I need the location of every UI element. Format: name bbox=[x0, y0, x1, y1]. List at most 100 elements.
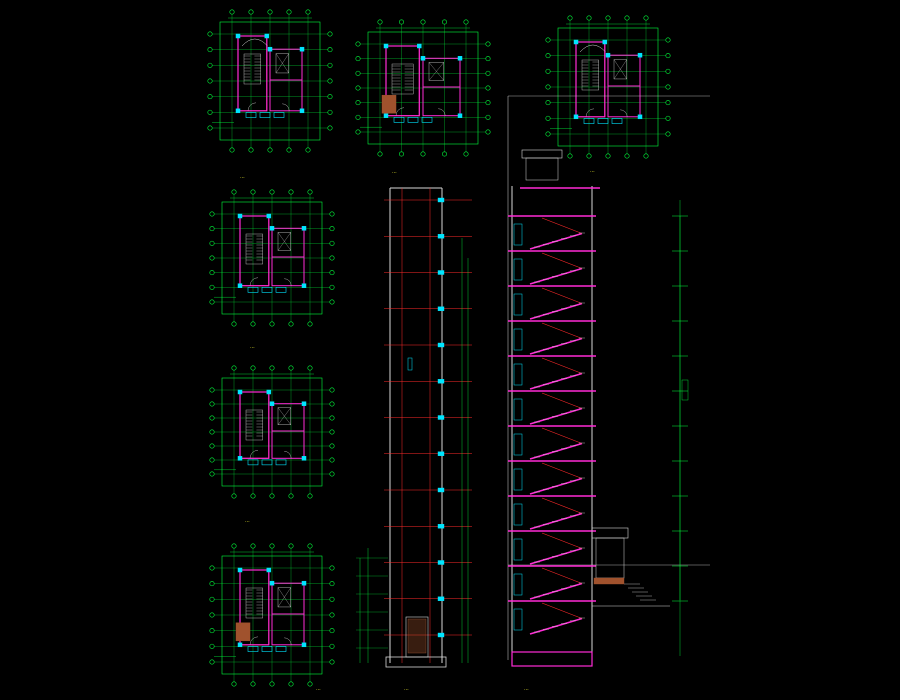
door-swing bbox=[395, 107, 405, 116]
axis-bubble bbox=[231, 543, 237, 549]
column bbox=[266, 389, 272, 395]
stair-flight-back bbox=[541, 322, 583, 339]
entrance-canopy bbox=[235, 622, 251, 642]
axis-bubble bbox=[355, 114, 361, 120]
door-frame bbox=[513, 538, 523, 561]
axis-bubble bbox=[231, 321, 237, 327]
axis-bubble bbox=[329, 226, 335, 232]
core-wall bbox=[237, 35, 268, 112]
elevator-shaft bbox=[613, 59, 628, 80]
axis-bubble bbox=[327, 109, 333, 115]
floor-plan-6 bbox=[209, 543, 335, 687]
door-swing bbox=[585, 108, 595, 117]
core-wall bbox=[239, 215, 270, 287]
door-frame bbox=[513, 258, 523, 281]
stair-flight-back bbox=[541, 287, 583, 304]
axis-bubble bbox=[250, 365, 256, 371]
axis-bubble bbox=[209, 211, 215, 217]
slab-edge bbox=[437, 415, 445, 420]
column bbox=[301, 456, 307, 461]
column bbox=[299, 46, 305, 52]
caption-section-2: ... bbox=[524, 686, 529, 692]
axis-bubble bbox=[269, 189, 275, 195]
axis-bubble bbox=[267, 147, 273, 153]
axis-bubble bbox=[377, 151, 383, 157]
axis-bubble bbox=[209, 270, 215, 276]
room-wall bbox=[271, 430, 305, 459]
entrance-canopy bbox=[381, 94, 397, 114]
axis-bubble bbox=[307, 321, 313, 327]
door-swing bbox=[620, 109, 628, 117]
axis-bubble bbox=[250, 321, 256, 327]
slab-edge bbox=[437, 306, 445, 311]
stair-run bbox=[581, 59, 599, 91]
column bbox=[237, 567, 243, 573]
fixture bbox=[275, 287, 287, 293]
fixture bbox=[275, 459, 287, 466]
fixture bbox=[245, 112, 257, 118]
axis-bubble bbox=[665, 100, 671, 106]
axis-bubble bbox=[485, 56, 491, 62]
stair-run bbox=[245, 409, 263, 441]
axis-bubble bbox=[209, 457, 215, 463]
slab-edge bbox=[437, 379, 445, 384]
axis-bubble bbox=[355, 85, 361, 91]
axis-bubble bbox=[545, 68, 551, 74]
building-sections bbox=[356, 95, 710, 668]
column bbox=[269, 580, 275, 586]
caption-plan-5: ... bbox=[245, 518, 250, 524]
axis-bubble bbox=[269, 681, 275, 687]
axis-bubble bbox=[545, 84, 551, 90]
axis-bubble bbox=[485, 129, 491, 135]
column bbox=[573, 39, 579, 45]
stair-run bbox=[243, 53, 261, 85]
axis-bubble bbox=[209, 299, 215, 305]
axis-bubble bbox=[288, 493, 294, 499]
roof-structure bbox=[525, 157, 559, 181]
axis-bubble bbox=[643, 15, 649, 21]
column bbox=[457, 56, 463, 61]
roof-arc bbox=[241, 38, 268, 47]
axis-bubble bbox=[329, 457, 335, 463]
axis-bubble bbox=[209, 471, 215, 477]
axis-bubble bbox=[329, 443, 335, 449]
axis-bubble bbox=[329, 401, 335, 407]
canopy-base bbox=[593, 577, 625, 585]
axis-bubble bbox=[329, 270, 335, 276]
column bbox=[299, 108, 305, 114]
axis-bubble bbox=[329, 596, 335, 602]
column bbox=[301, 226, 307, 231]
axis-bubble bbox=[209, 284, 215, 290]
floor-plans bbox=[207, 9, 671, 687]
door-frame bbox=[513, 398, 523, 421]
axis-bubble bbox=[329, 255, 335, 261]
axis-bubble bbox=[329, 429, 335, 435]
axis-bubble bbox=[441, 151, 447, 157]
slab-edge bbox=[437, 342, 445, 348]
axis-bubble bbox=[209, 240, 215, 246]
axis-bubble bbox=[209, 226, 215, 232]
axis-bubble bbox=[545, 53, 551, 59]
axis-bubble bbox=[545, 131, 551, 137]
column bbox=[602, 39, 608, 45]
column bbox=[237, 642, 243, 648]
fixture bbox=[273, 112, 285, 118]
axis-bubble bbox=[485, 100, 491, 106]
elevator-shaft bbox=[277, 407, 292, 425]
door-frame bbox=[513, 433, 523, 456]
axis-bubble bbox=[329, 387, 335, 393]
axis-bubble bbox=[463, 151, 469, 157]
axis-bubble bbox=[420, 19, 426, 25]
axis-bubble bbox=[269, 543, 275, 549]
door-swing bbox=[249, 636, 259, 645]
axis-bubble bbox=[209, 255, 215, 261]
axis-bubble bbox=[327, 62, 333, 68]
axis-bubble bbox=[209, 443, 215, 449]
axis-bubble bbox=[207, 31, 213, 37]
axis-bubble bbox=[355, 41, 361, 47]
column bbox=[301, 642, 307, 648]
axis-bubble bbox=[288, 321, 294, 327]
fixture bbox=[259, 112, 271, 118]
